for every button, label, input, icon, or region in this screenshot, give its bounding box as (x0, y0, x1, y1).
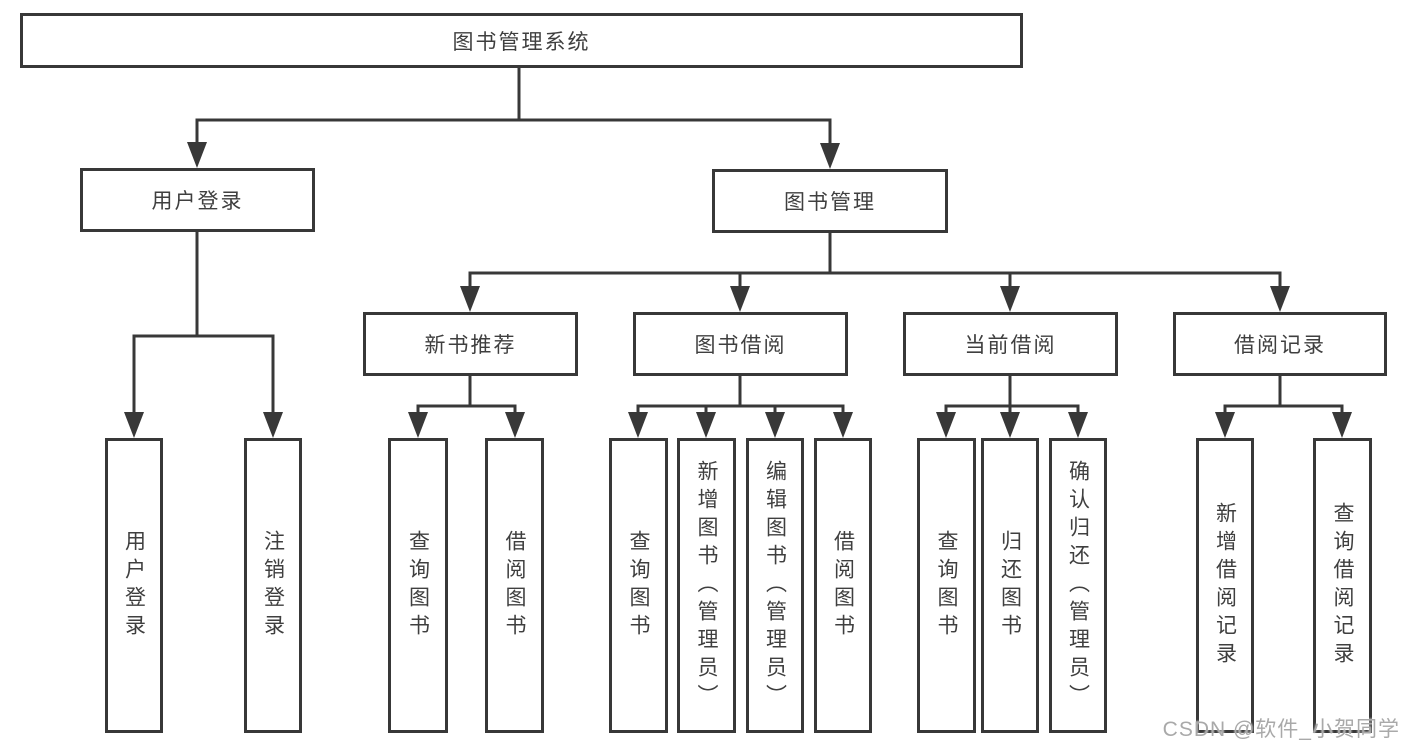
node-user-login: 用户登录 (80, 168, 315, 232)
leaf-borrowing-borrow-books: 借阅图书 (814, 438, 872, 733)
leaf-recommend-query-books: 查询图书 (388, 438, 448, 733)
leaf-borrowing-query-books: 查询图书 (609, 438, 668, 733)
node-book-management: 图书管理 (712, 169, 948, 233)
csdn-watermark: CSDN @软件_小贺同学 (1162, 718, 1400, 741)
leaf-user-login: 用户登录 (105, 438, 163, 733)
leaf-borrowing-edit-books-admin: 编辑图书（管理员） (746, 438, 804, 733)
leaf-current-return-books: 归还图书 (981, 438, 1039, 733)
node-new-book-recommend: 新书推荐 (363, 312, 578, 376)
node-current-borrowing: 当前借阅 (903, 312, 1118, 376)
leaf-records-query-record: 查询借阅记录 (1313, 438, 1372, 733)
node-library-system: 图书管理系统 (20, 13, 1023, 68)
leaf-logout: 注销登录 (244, 438, 302, 733)
leaf-recommend-borrow-books: 借阅图书 (485, 438, 544, 733)
leaf-records-add-record: 新增借阅记录 (1196, 438, 1254, 733)
node-book-borrowing: 图书借阅 (633, 312, 848, 376)
leaf-current-query-books: 查询图书 (917, 438, 976, 733)
leaf-current-confirm-return-admin: 确认归还（管理员） (1049, 438, 1107, 733)
node-borrowing-records: 借阅记录 (1173, 312, 1387, 376)
arrowheads (124, 142, 1352, 438)
leaf-borrowing-add-books-admin: 新增图书（管理员） (677, 438, 736, 733)
